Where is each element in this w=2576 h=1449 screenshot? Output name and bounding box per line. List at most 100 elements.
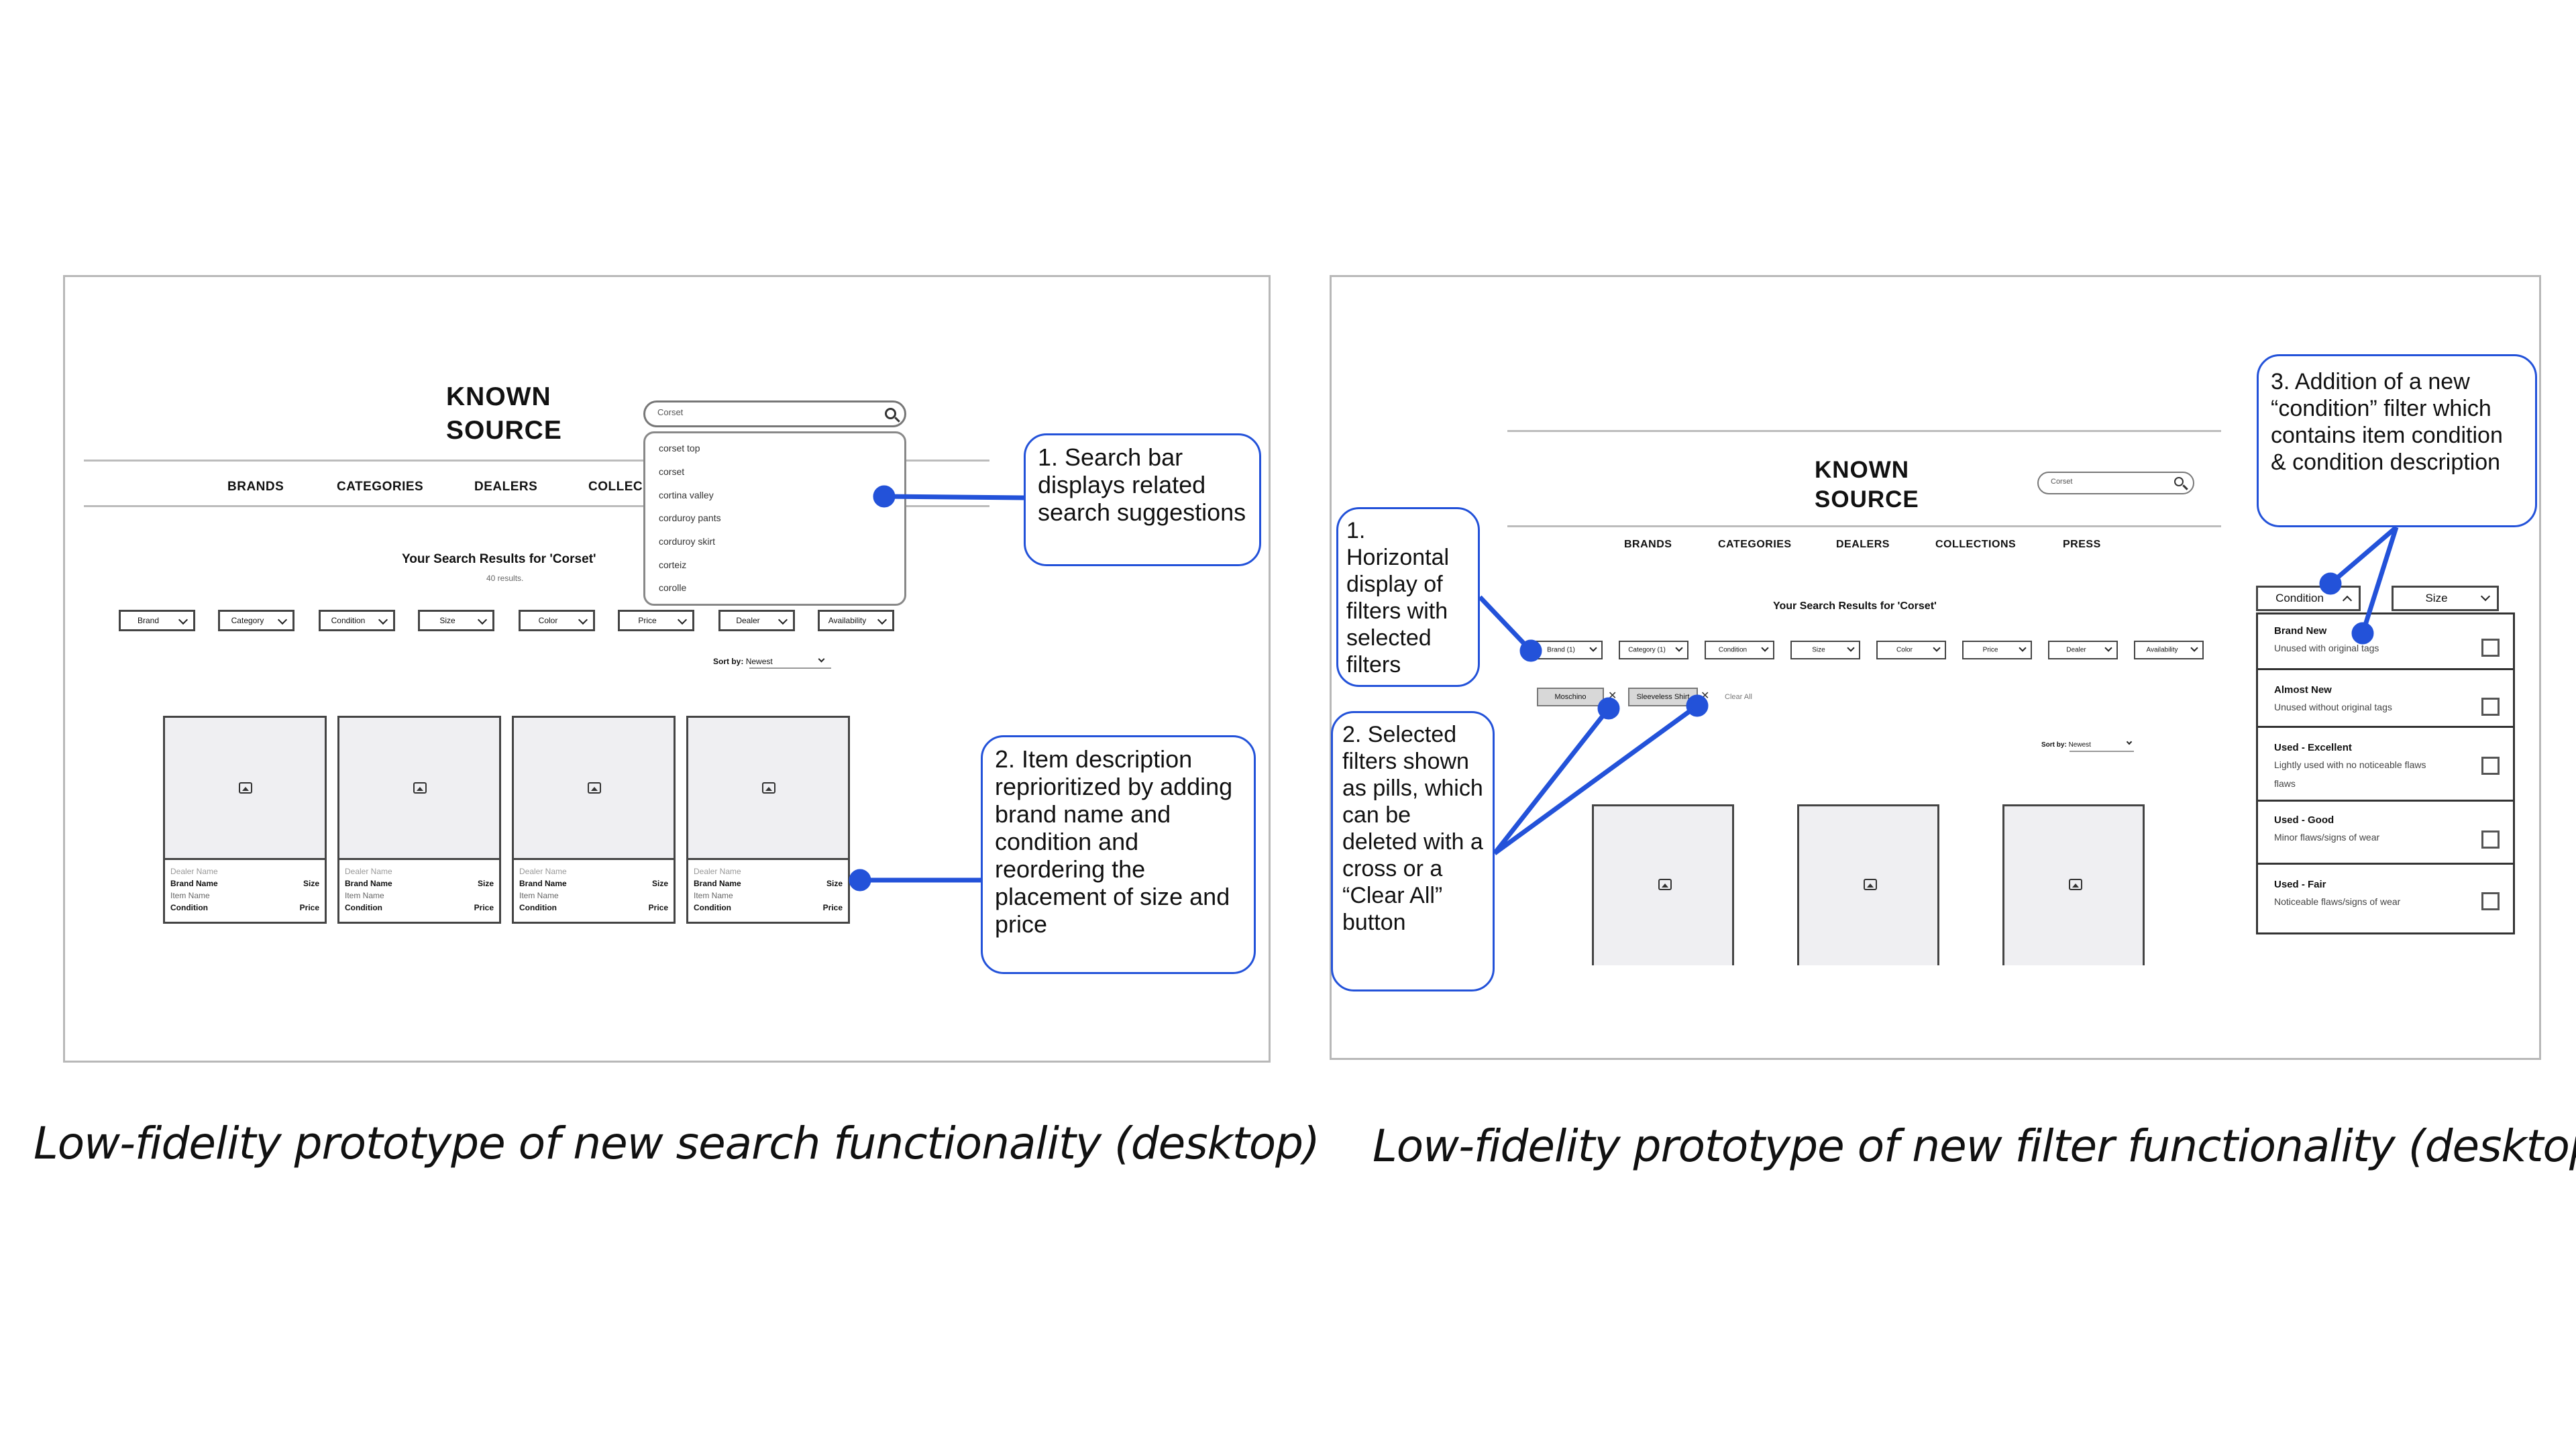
sort-value: Newest (2068, 741, 2091, 749)
callout-horizontal-filters: 1. Horizontal display of filters with se… (1336, 507, 1480, 687)
chevron-down-icon (378, 614, 388, 625)
caption-filter: Low-fidelity prototype of new filter fun… (1373, 1120, 2576, 1172)
suggestion-item[interactable]: corset top (659, 443, 700, 453)
nav-brands[interactable]: BRANDS (1624, 539, 1672, 550)
filter-condition-open[interactable]: Condition (2256, 586, 2361, 611)
product-image (2004, 806, 2143, 965)
filter-label: Dealer (2066, 646, 2086, 654)
condition-checkbox[interactable] (2481, 639, 2500, 657)
brand-logo[interactable]: KNOWN SOURCE (1815, 455, 1919, 515)
filter-pill-moschino[interactable]: Moschino (1537, 688, 1604, 706)
filter-price[interactable]: Price (618, 610, 694, 631)
product-card[interactable] (2002, 804, 2145, 965)
nav-press[interactable]: PRESS (2063, 539, 2101, 550)
suggestion-item[interactable]: cortina valley (659, 490, 714, 500)
product-card[interactable]: Dealer Name Brand Name Size Item Name Co… (686, 716, 850, 924)
remove-pill-icon[interactable]: ✕ (1701, 690, 1710, 702)
filter-availability[interactable]: Availability (2134, 641, 2204, 659)
filter-condition[interactable]: Condition (1705, 641, 1774, 659)
filter-availability[interactable]: Availability (818, 610, 894, 631)
suggestion-item[interactable]: corduroy pants (659, 513, 721, 523)
filter-dealer[interactable]: Dealer (718, 610, 795, 631)
filter-size[interactable]: Size (2392, 586, 2499, 611)
product-card[interactable] (1797, 804, 1939, 965)
chevron-down-icon (1761, 644, 1769, 652)
filter-label: Category (231, 616, 264, 625)
suggestion-item[interactable]: corolle (659, 582, 687, 593)
filter-condition[interactable]: Condition (319, 610, 395, 631)
chevron-down-icon[interactable] (818, 655, 825, 663)
sort-by[interactable]: Sort by: Newest (713, 657, 773, 666)
results-title: Your Search Results for 'Corset' (1773, 600, 1937, 612)
image-icon (2069, 879, 2082, 890)
product-image (339, 718, 499, 860)
chevron-down-icon (477, 614, 488, 625)
header-divider-bottom (84, 505, 989, 507)
product-card[interactable]: Dealer Name Brand Name Size Item Name Co… (163, 716, 327, 924)
logo-line-1: KNOWN (1815, 457, 1910, 483)
filter-label: Condition (331, 616, 366, 625)
sort-value: Newest (745, 657, 773, 666)
condition: Condition (345, 903, 382, 912)
sort-by[interactable]: Sort by: Newest (2041, 741, 2091, 749)
suggestion-item[interactable]: corteiz (659, 559, 687, 570)
chevron-down-icon (2019, 644, 2027, 652)
dealer-name: Dealer Name (519, 867, 567, 876)
nav-categories[interactable]: CATEGORIES (1718, 539, 1792, 550)
filter-color[interactable]: Color (1876, 641, 1946, 659)
product-card[interactable] (1592, 804, 1734, 965)
product-card[interactable]: Dealer Name Brand Name Size Item Name Co… (337, 716, 501, 924)
filter-dealer[interactable]: Dealer (2048, 641, 2118, 659)
filter-label: Price (1982, 646, 1998, 654)
search-icon[interactable] (885, 408, 896, 419)
filter-size[interactable]: Size (418, 610, 494, 631)
product-image (1799, 806, 1937, 965)
chevron-down-icon (2104, 644, 2112, 652)
product-card[interactable]: Dealer Name Brand Name Size Item Name Co… (512, 716, 676, 924)
callout-condition-filter: 3. Addition of a new “condition” filter … (2257, 354, 2537, 527)
option-title: Almost New (2274, 684, 2332, 696)
chevron-down-icon (677, 614, 688, 625)
condition: Condition (170, 903, 208, 912)
filter-brand[interactable]: Brand (119, 610, 195, 631)
option-divider (2258, 668, 2513, 670)
results-title: Your Search Results for 'Corset' (402, 552, 596, 566)
item-name: Item Name (519, 891, 559, 900)
option-divider (2258, 726, 2513, 728)
remove-pill-icon[interactable]: ✕ (1608, 690, 1617, 702)
filter-brand[interactable]: Brand (1) (1533, 641, 1603, 659)
condition-checkbox[interactable] (2481, 698, 2500, 716)
condition-checkbox[interactable] (2481, 830, 2500, 849)
filter-pill-sleeveless-shirt[interactable]: Sleeveless Shirt (1628, 688, 1698, 706)
search-icon[interactable] (2174, 477, 2184, 486)
chevron-down-icon (277, 614, 288, 625)
nav-collections[interactable]: COLLECTIONS (1935, 539, 2017, 550)
filter-color[interactable]: Color (519, 610, 595, 631)
search-input[interactable]: Corset (2037, 472, 2194, 494)
filter-price[interactable]: Price (1962, 641, 2032, 659)
condition-checkbox[interactable] (2481, 892, 2500, 910)
price: Price (299, 903, 319, 912)
nav-dealers[interactable]: DEALERS (474, 480, 538, 494)
nav-collections[interactable]: COLLEC (588, 480, 643, 494)
nav-brands[interactable]: BRANDS (227, 480, 284, 494)
dealer-name: Dealer Name (170, 867, 218, 876)
header-divider-top (1507, 430, 2221, 432)
chevron-down-icon (1675, 644, 1683, 652)
nav-categories[interactable]: CATEGORIES (337, 480, 424, 494)
suggestion-item[interactable]: corset (659, 466, 685, 477)
chevron-down-icon[interactable] (2126, 739, 2133, 745)
filter-category[interactable]: Category (1) (1619, 641, 1688, 659)
condition-checkbox[interactable] (2481, 757, 2500, 775)
brand-logo[interactable]: KNOWN SOURCE (446, 380, 562, 447)
image-icon (762, 782, 775, 794)
size: Size (826, 879, 843, 888)
filter-category[interactable]: Category (218, 610, 294, 631)
filter-size[interactable]: Size (1790, 641, 1860, 659)
suggestion-item[interactable]: corduroy skirt (659, 536, 716, 547)
nav-dealers[interactable]: DEALERS (1836, 539, 1890, 550)
clear-all-button[interactable]: Clear All (1725, 693, 1752, 701)
sort-label: Sort by: (713, 657, 744, 666)
search-input[interactable]: Corset (643, 400, 906, 427)
price: Price (822, 903, 843, 912)
